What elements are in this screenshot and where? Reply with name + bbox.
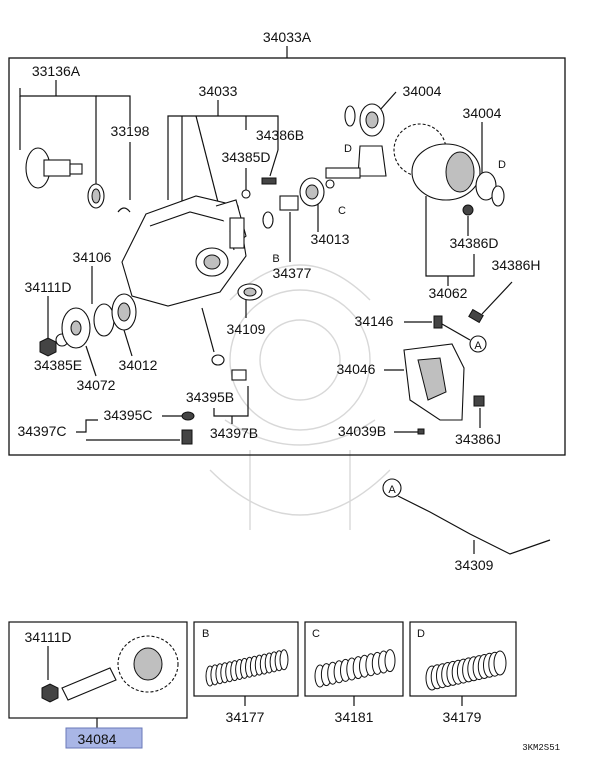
box-callout-b: B [202,628,209,640]
label-34395B[interactable]: 34395B [186,389,234,405]
label-34177[interactable]: 34177 [226,709,265,725]
shim-stack-34181 [314,649,396,688]
pinion-bearing-group: 34004 D 34013 C B 34377 [262,83,442,281]
inset-label-34111D[interactable]: 34111D [25,629,72,645]
part-33136A-group: 33136A 33198 [19,63,150,213]
label-34004b[interactable]: 34004 [463,105,502,121]
inset-34181: C 34181 [304,621,404,725]
callout-d1: D [344,143,352,155]
label-34146[interactable]: 34146 [355,313,394,329]
label-33198[interactable]: 33198 [111,123,150,139]
callout-a2: A [388,484,396,496]
label-34385D[interactable]: 34385D [221,149,270,165]
label-34377[interactable]: 34377 [273,265,312,281]
companion-flange-group: 34106 34111D 34385E 34072 34012 [25,249,158,393]
label-34111D[interactable]: 34111D [25,279,72,295]
label-34039B[interactable]: 34039B [338,423,386,439]
label-34179[interactable]: 34179 [443,709,482,725]
part-34309-group: A 34309 [382,478,551,573]
shim-stack-34177 [205,649,289,687]
label-34004a[interactable]: 34004 [403,83,442,99]
shim-stack-34181-ring [384,649,396,673]
watermark-emblem [209,264,391,530]
label-34084[interactable]: 34084 [78,731,117,747]
label-34386J[interactable]: 34386J [455,431,501,447]
label-34386B[interactable]: 34386B [256,127,304,143]
differential-group: 34004 D 34386D 34062 [393,105,506,301]
shim-stack-34179 [425,650,507,691]
label-34072[interactable]: 34072 [77,377,116,393]
label-34033[interactable]: 34033 [199,83,238,99]
box-callout-c: C [312,628,320,640]
callout-c: C [338,205,346,217]
assembly-label[interactable]: 34033A [263,29,312,45]
part-34084-highlight [65,727,143,749]
inset-34179: D 34179 [409,621,517,725]
label-34062[interactable]: 34062 [429,285,468,301]
label-34395C[interactable]: 34395C [103,407,152,423]
callout-b: B [272,253,279,265]
label-34385E[interactable]: 34385E [34,357,82,373]
diagram-code: 3KM2S51 [522,743,560,753]
callout-d2: D [498,159,506,171]
mounting-fastener-group: 34395B 34395C 34397C 34397B [17,307,258,445]
inset-34177: B 34177 [193,621,299,725]
callout-a1: A [474,340,482,352]
label-34013[interactable]: 34013 [311,231,350,247]
breather-group: 34386H 34146 A [355,257,541,353]
rear-cover-group: 34046 34386J 34039B [337,343,501,447]
shim-stack-34177-ring [279,649,289,671]
label-34397C[interactable]: 34397C [17,423,66,439]
label-34397B[interactable]: 34397B [210,425,258,441]
label-34046[interactable]: 34046 [337,361,376,377]
part-34109: 34109 [227,283,266,337]
box-callout-d: D [417,628,425,640]
label-34106[interactable]: 34106 [73,249,112,265]
label-34181[interactable]: 34181 [335,709,374,725]
label-34309[interactable]: 34309 [455,557,494,573]
part-34033-group: 34033 34386B 34385D [121,83,304,307]
shim-stack-34179-ring [493,650,507,676]
label-33136A[interactable]: 33136A [32,63,81,79]
label-34109[interactable]: 34109 [227,321,266,337]
inset-34084: 34111D 34084 [8,621,188,749]
label-34012[interactable]: 34012 [119,357,158,373]
label-34386H[interactable]: 34386H [491,257,540,273]
label-34386D[interactable]: 34386D [449,235,498,251]
